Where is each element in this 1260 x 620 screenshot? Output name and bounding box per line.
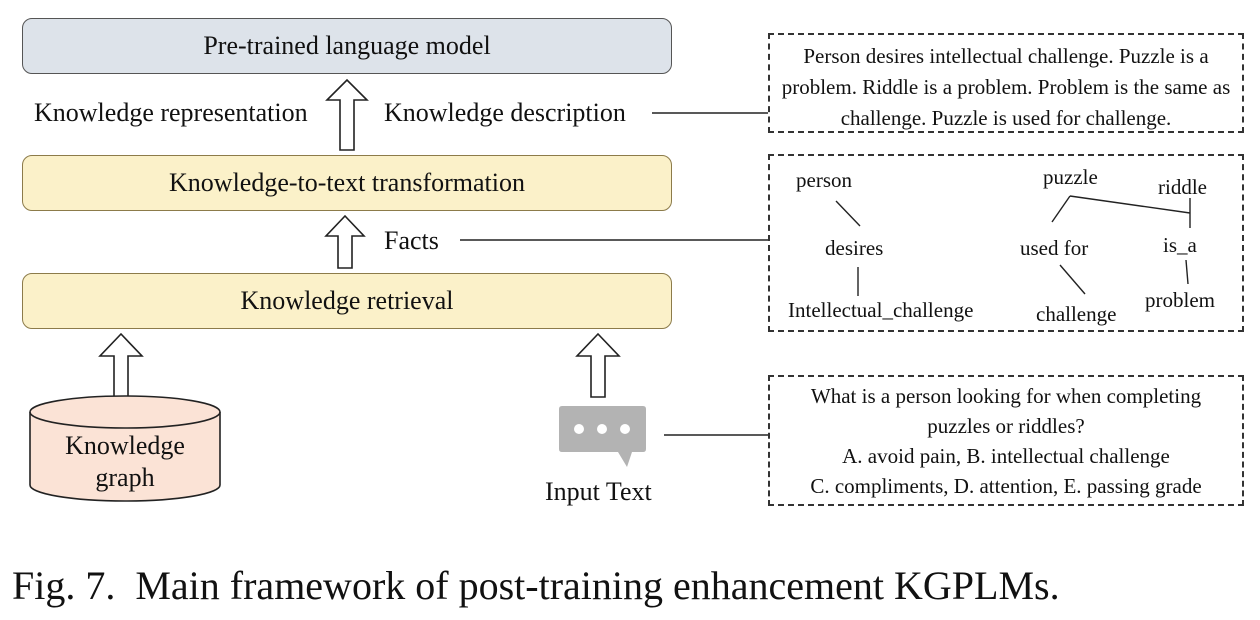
arrow-facts [324, 214, 366, 269]
input-question-box: What is a person looking for when comple… [768, 375, 1244, 506]
question-line-4: C. compliments, D. attention, E. passing… [810, 474, 1202, 498]
question-line-2: puzzles or riddles? [927, 414, 1085, 438]
knowledge-to-text-box: Knowledge-to-text transformation [22, 155, 672, 211]
node-puzzle: puzzle [1043, 165, 1098, 189]
knowledge-description-text: Person desires intellectual challenge. P… [781, 44, 1231, 130]
arrow-knowledge-graph [98, 332, 144, 398]
input-text-label: Input Text [545, 477, 652, 506]
knowledge-description-box: Person desires intellectual challenge. P… [768, 33, 1244, 133]
question-line-3: A. avoid pain, B. intellectual challenge [842, 444, 1170, 468]
knowledge-graph-cylinder [29, 395, 221, 502]
node-desires: desires [825, 236, 884, 260]
arrow-input-text [575, 332, 621, 398]
knowledge-retrieval-label: Knowledge retrieval [240, 286, 454, 315]
arrow-representation [325, 78, 369, 151]
node-challenge: challenge [1036, 302, 1117, 326]
pretrained-language-model-box: Pre-trained language model [22, 18, 672, 74]
knowledge-description-label: Knowledge description [384, 98, 626, 127]
node-is-a: is_a [1163, 233, 1197, 257]
knowledge-graph-label: Knowledge graph [65, 431, 185, 492]
node-intellectual-challenge: Intellectual_challenge [788, 298, 974, 322]
figure-caption: Fig. 7. Main framework of post-training … [12, 563, 1060, 608]
node-problem: problem [1145, 288, 1215, 312]
knowledge-retrieval-box: Knowledge retrieval [22, 273, 672, 329]
node-riddle: riddle [1158, 175, 1207, 199]
question-line-1: What is a person looking for when comple… [810, 384, 1202, 408]
facts-graph-box [768, 154, 1244, 332]
chat-bubble-icon [559, 406, 646, 467]
facts-label: Facts [384, 226, 439, 255]
knowledge-to-text-label: Knowledge-to-text transformation [169, 168, 525, 197]
knowledge-representation-label: Knowledge representation [34, 98, 308, 127]
node-person: person [796, 168, 852, 192]
node-used-for: used for [1020, 236, 1089, 260]
pretrained-language-model-label: Pre-trained language model [203, 31, 491, 60]
